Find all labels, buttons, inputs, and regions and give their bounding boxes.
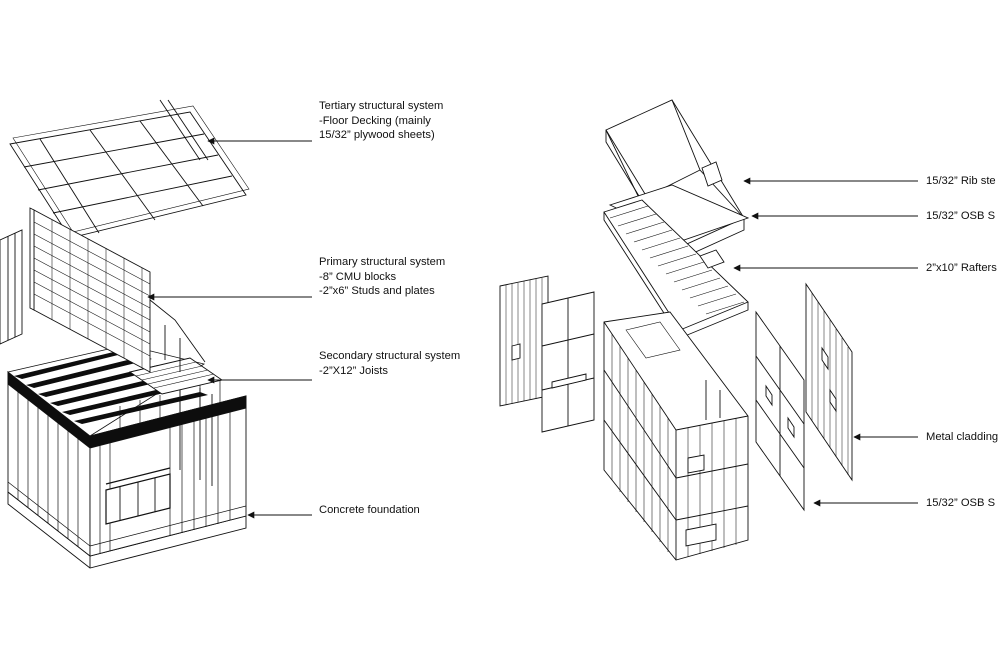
- callout-primary: Primary structural system -8” CMU blocks…: [319, 255, 445, 299]
- callout-secondary: Secondary structural system -2”X12” Jois…: [319, 349, 460, 378]
- metal-cladding-panel: [805, 282, 853, 482]
- side-stud-wall: [0, 229, 206, 372]
- callout-line: -8” CMU blocks: [319, 270, 397, 283]
- callout-line: Primary structural system: [319, 256, 446, 268]
- floor-decking-sheets: [9, 99, 250, 239]
- left-assembly: [0, 99, 250, 569]
- callout-line: 15/32” Rib ste: [926, 175, 996, 187]
- leader-arrows: [147, 137, 918, 519]
- three-storey-stud-frame: [603, 311, 749, 561]
- callout-rib-steel: 15/32” Rib ste: [926, 174, 996, 189]
- callout-line: 15/32” OSB S: [926, 210, 996, 222]
- callout-line: Tertiary structural system: [319, 100, 444, 112]
- callout-line: 2”x10” Rafters: [926, 262, 997, 274]
- callout-metal-cladding: Metal cladding: [926, 430, 998, 445]
- callout-rafters: 2”x10” Rafters: [926, 261, 997, 276]
- callout-osb-roof: 15/32” OSB S: [926, 209, 995, 224]
- callout-tertiary: Tertiary structural system -Floor Deckin…: [319, 99, 443, 143]
- osb-wall-panel-left: [499, 275, 595, 433]
- callout-line: Concrete foundation: [319, 504, 420, 516]
- callout-line: -2”x6” Studs and plates: [319, 285, 435, 297]
- cmu-block-wall: [29, 207, 151, 373]
- floor-joists: [7, 344, 247, 449]
- right-assembly: [499, 99, 853, 561]
- callout-osb-wall: 15/32” OSB S: [926, 496, 995, 511]
- osb-wall-sheathing-right: [755, 310, 805, 512]
- callout-line: -2”X12” Joists: [319, 364, 389, 377]
- callout-foundation: Concrete foundation: [319, 503, 420, 518]
- callout-line: Secondary structural system: [319, 350, 461, 362]
- callout-line: 15/32” OSB S: [926, 497, 996, 509]
- callout-line: Metal cladding: [926, 431, 999, 443]
- callout-line: -Floor Decking (mainly: [319, 114, 431, 127]
- callout-line: 15/32” plywood sheets): [319, 129, 435, 141]
